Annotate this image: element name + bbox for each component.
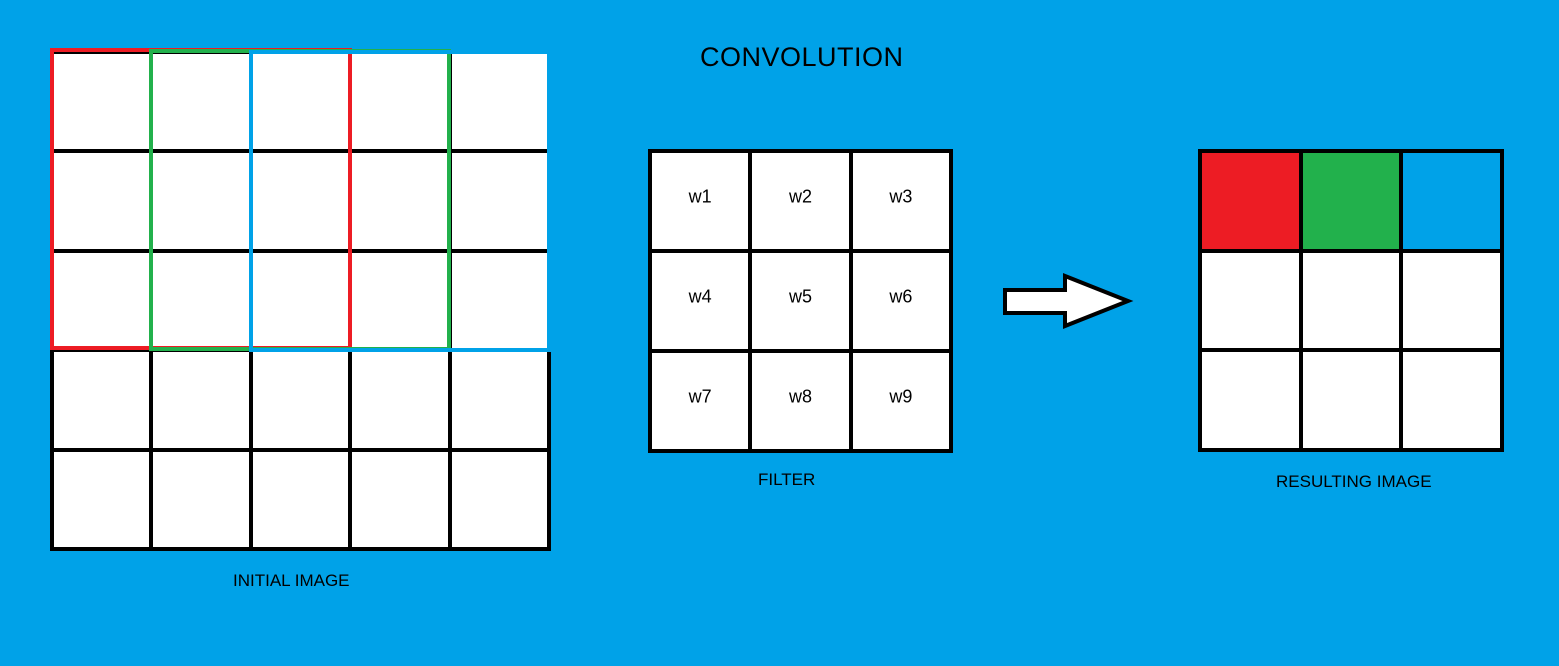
initial-grid-row-line bbox=[50, 348, 551, 352]
result-grid-col-line bbox=[1299, 149, 1303, 452]
filter-weight-w9: w9 bbox=[889, 386, 913, 407]
blue-output-cell bbox=[1399, 149, 1500, 249]
initial-grid-col-line bbox=[149, 50, 153, 551]
result-grid-row-line bbox=[1198, 448, 1504, 452]
result-grid-row-line bbox=[1198, 249, 1504, 253]
filter-grid-row-line bbox=[648, 149, 953, 153]
initial-grid-row-line bbox=[50, 149, 551, 153]
result-grid-row-line bbox=[1198, 149, 1504, 153]
resulting-image-label: RESULTING IMAGE bbox=[1276, 472, 1432, 491]
result-grid-col-line bbox=[1500, 149, 1504, 452]
red-window bbox=[50, 48, 352, 350]
red-output-cell bbox=[1198, 149, 1299, 249]
resulting-image-grid bbox=[1198, 149, 1504, 452]
initial-image-grid bbox=[50, 48, 551, 551]
filter-grid-col-line bbox=[949, 149, 953, 453]
initial-grid-row-line bbox=[50, 448, 551, 452]
filter-weight-w8: w8 bbox=[788, 386, 813, 407]
filter-weight-w5: w5 bbox=[788, 286, 813, 307]
green-output-cell bbox=[1299, 149, 1400, 249]
filter-weight-w2: w2 bbox=[788, 186, 813, 207]
filter-grid-row-line bbox=[648, 449, 953, 453]
initial-grid-col-line bbox=[50, 50, 54, 551]
filter-grid-row-line bbox=[648, 349, 953, 353]
initial-grid-col-line bbox=[448, 50, 452, 551]
right-arrow-icon bbox=[1003, 273, 1134, 329]
initial-grid-row-line bbox=[50, 50, 551, 54]
green-window bbox=[149, 49, 451, 351]
filter-weight-w1: w1 bbox=[688, 186, 712, 207]
initial-grid-col-line bbox=[249, 50, 253, 551]
filter-weight-w6: w6 bbox=[889, 286, 913, 307]
blue-window bbox=[249, 50, 551, 352]
initial-grid-col-line bbox=[348, 50, 352, 551]
initial-grid-row-line bbox=[50, 249, 551, 253]
initial-grid-row-line bbox=[50, 547, 551, 551]
filter-weight-w7: w7 bbox=[688, 386, 712, 407]
filter-grid: w1 w2 w3 w4 w5 w6 w7 w8 w9 bbox=[648, 149, 953, 453]
result-grid-col-line bbox=[1198, 149, 1202, 452]
filter-grid-row-line bbox=[648, 249, 953, 253]
filter-grid-col-line bbox=[849, 149, 853, 453]
filter-weight-w3: w3 bbox=[889, 186, 913, 207]
result-grid-row-line bbox=[1198, 348, 1504, 352]
diagram-title: CONVOLUTION bbox=[700, 42, 904, 72]
filter-grid-col-line bbox=[748, 149, 752, 453]
filter-weight-w4: w4 bbox=[688, 286, 712, 307]
initial-grid-col-line bbox=[547, 50, 551, 551]
result-grid-col-line bbox=[1399, 149, 1403, 452]
initial-image-label: INITIAL IMAGE bbox=[233, 571, 350, 590]
filter-label: FILTER bbox=[758, 470, 816, 489]
filter-grid-col-line bbox=[648, 149, 652, 453]
